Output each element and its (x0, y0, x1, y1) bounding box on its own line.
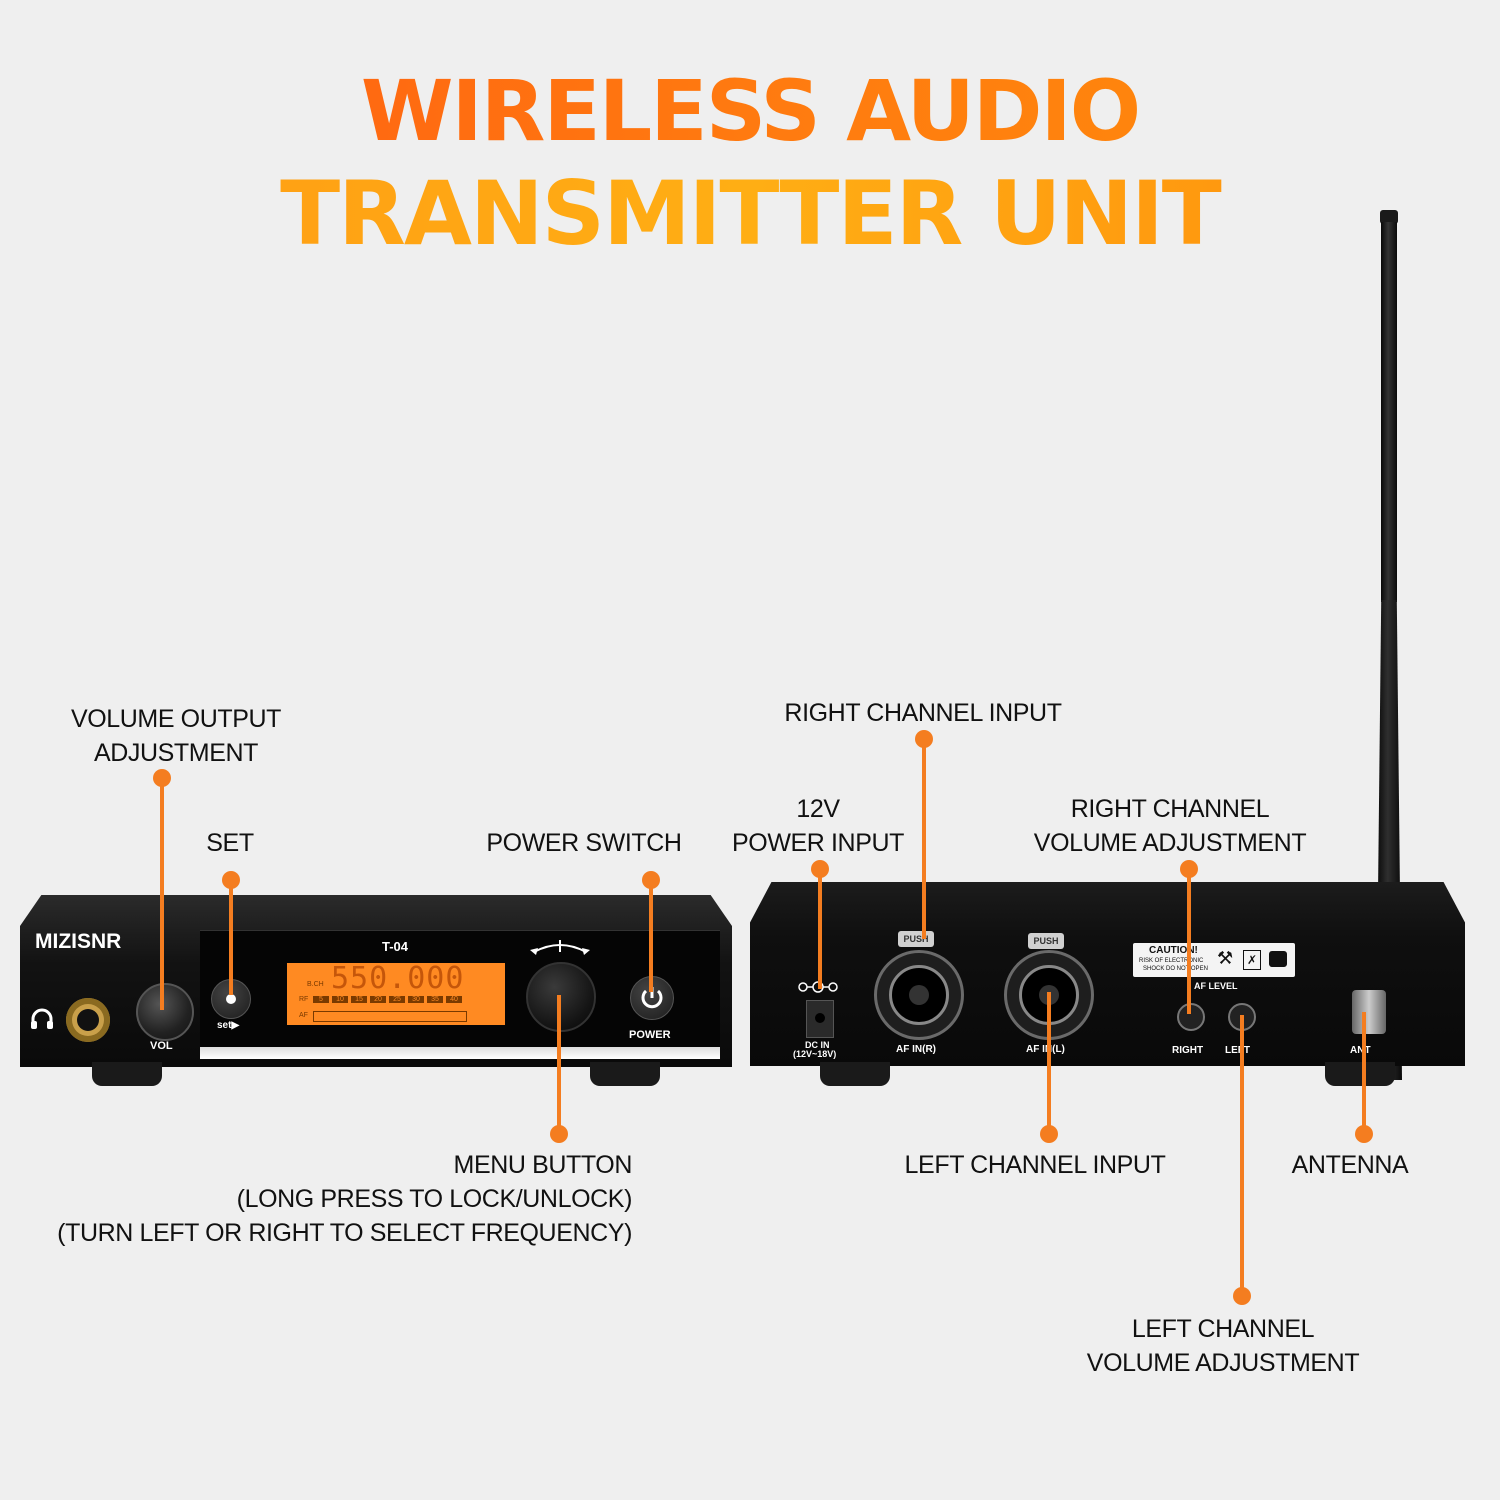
label-antenna: ANTENNA (1291, 1151, 1409, 1179)
left-trimmer-label: LEFT (1225, 1045, 1250, 1056)
callout-line-volume (160, 778, 164, 1010)
headphone-jack[interactable] (66, 998, 110, 1042)
callout-dot-left-input (1040, 1125, 1058, 1143)
caution-sticker: CAUTION! RISK OF ELECTRONIC SHOCK DO NOT… (1133, 943, 1295, 977)
lcd-scale-tick: 30 (408, 996, 424, 1003)
callout-line-menu (557, 995, 561, 1134)
lcd-display: B.CH 550.000 RF AF 5 10 15 20 25 30 35 4… (287, 961, 505, 1025)
brand-logo: MIZISNR (35, 930, 122, 953)
lcd-scale-tick: 35 (427, 996, 443, 1003)
callout-dot-antenna (1355, 1125, 1373, 1143)
power-label: POWER (629, 1029, 671, 1041)
menu-knob[interactable] (526, 962, 596, 1032)
callout-dot-menu (550, 1125, 568, 1143)
dc-in-label: DC IN (805, 1040, 830, 1050)
tools-icon: ⚒ (1217, 948, 1234, 968)
label-menu-button-line-1: MENU BUTTON (453, 1151, 633, 1179)
rear-unit-foot-right (1325, 1062, 1395, 1086)
af-level-label: AF LEVEL (1194, 981, 1238, 991)
push-tab-r[interactable]: PUSH (898, 931, 934, 947)
caution-text-1: RISK OF ELECTRONIC (1139, 958, 1204, 964)
callout-dot-left-vol (1233, 1287, 1251, 1305)
right-trimmer-label: RIGHT (1172, 1045, 1204, 1056)
headphone-icon (30, 1008, 54, 1035)
lcd-scale: 5 10 15 20 25 30 35 40 (313, 996, 462, 1003)
label-power-input-line-2: POWER INPUT (732, 829, 904, 857)
ant-label: ANT (1350, 1045, 1371, 1056)
label-left-volume-line-1: LEFT CHANNEL (1131, 1315, 1315, 1343)
crossed-bin-icon: ✗ (1243, 950, 1261, 970)
caution-text-2: SHOCK DO NOT OPEN (1143, 966, 1208, 972)
label-right-volume-line-1: RIGHT CHANNEL (1070, 795, 1270, 823)
callout-line-right-vol (1187, 869, 1191, 1014)
label-volume-output: VOLUME OUTPUT ADJUSTMENT (56, 702, 296, 770)
label-set: SET (206, 829, 254, 857)
callout-line-dc (818, 869, 822, 989)
volume-knob[interactable] (136, 983, 194, 1041)
certification-icon (1269, 951, 1287, 967)
rotate-arrows-icon (528, 936, 592, 961)
callout-line-right-input (922, 739, 926, 939)
callout-line-antenna (1362, 1012, 1366, 1134)
af-in-r-jack[interactable] (874, 950, 964, 1040)
af-in-l-label: AF IN(L) (1026, 1044, 1065, 1055)
model-label: T-04 (382, 939, 409, 954)
lcd-scale-tick: 25 (389, 996, 405, 1003)
lcd-af: AF (299, 1012, 308, 1019)
label-left-channel-input: LEFT CHANNEL INPUT (904, 1151, 1166, 1179)
dc-in-range-label: (12V~18V) (793, 1049, 837, 1059)
lcd-frequency: 550.000 (331, 961, 465, 996)
antenna-connector[interactable] (1352, 990, 1386, 1034)
lcd-scale-tick: 10 (332, 996, 348, 1003)
lcd-scale-tick: 20 (370, 996, 386, 1003)
lcd-scale-tick: 5 (313, 996, 329, 1003)
label-left-volume: LEFT CHANNEL VOLUME ADJUSTMENT (1070, 1312, 1376, 1380)
push-tab-l[interactable]: PUSH (1028, 933, 1064, 949)
lcd-scale-tick: 40 (446, 996, 462, 1003)
front-unit-foot-left (92, 1062, 162, 1086)
vol-label: VOL (150, 1040, 173, 1052)
rear-unit (750, 882, 1465, 1066)
label-volume-output-line-2: ADJUSTMENT (93, 739, 259, 767)
rear-unit-foot-left (820, 1062, 890, 1086)
callout-line-set (229, 880, 233, 995)
lcd-scale-tick: 15 (351, 996, 367, 1003)
front-unit-foot-right (590, 1062, 660, 1086)
label-volume-output-line-1: VOLUME OUTPUT (70, 705, 282, 733)
right-volume-trimmer[interactable] (1177, 1003, 1205, 1031)
label-right-volume: RIGHT CHANNEL VOLUME ADJUSTMENT (1020, 792, 1320, 860)
callout-line-left-input (1047, 992, 1051, 1134)
label-menu-button-line-3: (TURN LEFT OR RIGHT TO SELECT FREQUENCY) (57, 1219, 632, 1247)
label-power-input: 12V POWER INPUT (718, 792, 918, 860)
label-menu-button: MENU BUTTON (LONG PRESS TO LOCK/UNLOCK) … (30, 1148, 632, 1250)
headline-line-1: WIRELESS AUDIO (0, 62, 1500, 160)
headline-line-2: TRANSMITTER UNIT (0, 162, 1500, 265)
callout-line-left-vol (1240, 1015, 1244, 1296)
label-right-channel-input: RIGHT CHANNEL INPUT (784, 699, 1062, 727)
label-power-switch: POWER SWITCH (486, 829, 682, 857)
dc-in-jack[interactable] (806, 1000, 834, 1038)
lcd-bch: B.CH (307, 981, 324, 988)
lcd-rf: RF (299, 996, 309, 1003)
label-menu-button-line-2: (LONG PRESS TO LOCK/UNLOCK) (236, 1185, 633, 1213)
callout-line-power (649, 880, 653, 992)
af-in-r-label: AF IN(R) (896, 1044, 936, 1055)
caution-title: CAUTION! (1149, 945, 1198, 956)
label-right-volume-line-2: VOLUME ADJUSTMENT (1033, 829, 1307, 857)
label-power-input-line-1: 12V (796, 795, 840, 823)
set-label: set▶ (217, 1020, 240, 1031)
label-left-volume-line-2: VOLUME ADJUSTMENT (1086, 1349, 1360, 1377)
